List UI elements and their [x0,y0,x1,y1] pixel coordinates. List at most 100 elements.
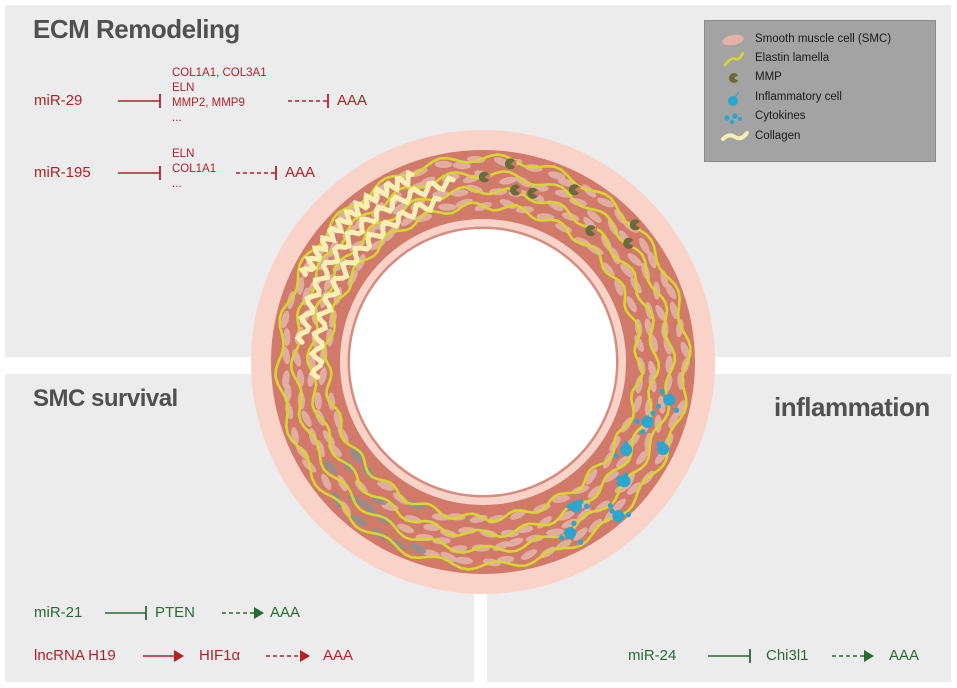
cytokine-dot [607,503,614,509]
smc-cell [283,328,291,347]
smc-cell [647,251,657,269]
smc-cell [418,176,436,188]
inflammatory-cell [612,510,625,522]
smc-cell [639,237,650,254]
legend-label-mmp: MMP [755,71,782,83]
cytokine-dot [559,535,565,541]
inflammatory-cell [663,393,676,406]
smc-cell [455,556,473,565]
smc-cell [392,201,408,215]
smc-cell [602,262,615,278]
legend-label-smc: Smooth muscle cell (SMC) [755,33,892,45]
legend-label-cytokines: Cytokines [755,110,806,122]
inflammation-target-1: Chi3l1 [766,647,809,664]
smc-outcome-1: AAA [270,604,301,621]
elastin-icon [723,51,745,67]
smc-cell [434,160,453,169]
mmp-notch [574,185,581,194]
collagen-icon [721,131,749,141]
smc-outcome-2: AAA [323,647,354,664]
cytokine-dot [659,388,665,395]
smc-target-2: HIF1α [199,647,241,664]
smc-cell [597,197,615,208]
smc-cell [546,528,564,536]
smc-cell [665,283,677,300]
inflammatory-cell [641,416,654,428]
smc-cell [602,471,619,483]
smc-cell [323,460,338,475]
smc-cell [432,537,451,545]
cytokine-dot [571,520,577,527]
legend: Smooth muscle cell (SMC) Elastin lamella… [704,20,936,162]
ecm-target-2b: COL1A1 [172,163,217,175]
inflammatory-cells [559,388,680,545]
mmp-notch [532,189,539,198]
smc-cell [520,549,538,561]
cytokine-dot [613,453,619,459]
smc-cell [557,178,576,188]
cytokine-dot [566,503,572,509]
ecm-target-1c: MMP2, MMP9 [172,97,245,109]
inflammation-outcome-1: AAA [889,647,920,664]
smc-cell [314,391,322,410]
smc-cell [669,301,679,320]
cytokine-dot [673,407,680,413]
smc-cell [627,253,642,267]
legend-label-collagen: Collagen [755,130,801,142]
cytokine-dot [578,499,584,505]
smc-cell [668,411,679,429]
cytokine-dot [578,539,584,545]
cytokines-icon [724,113,742,125]
collagen-fiber [294,175,456,345]
smc-cell [675,400,686,417]
smc-cell [585,469,598,485]
smc-cell [362,500,376,516]
inflammation-regulator-1: miR-24 [628,647,677,664]
smc-cell [350,448,363,464]
smc-cell [633,395,643,413]
cytokine-dot [663,447,669,453]
smc-cell [547,171,566,180]
smc-cell [440,551,457,563]
smc-cell [614,278,624,296]
smc-cell [587,485,603,499]
elastin-lamella [274,153,692,571]
ecm-target-2c: ... [172,178,182,190]
ecm-title: ECM Remodeling [33,14,240,44]
cytokine-dot [650,410,656,416]
cytokine-dot [616,481,622,487]
smc-title: SMC survival [33,385,178,412]
cytokine-dot [609,508,615,514]
mmp-notch [590,226,597,235]
smc-target-1: PTEN [155,604,196,621]
lumen [350,229,616,495]
smc-cell [588,518,603,533]
collagen-fiber [298,169,415,277]
smc-cell [397,523,415,534]
smc-cell [301,410,312,427]
inflammation-title: inflammation [774,392,930,422]
ecm-regulator-2: miR-195 [34,164,91,181]
legend-label-elastin: Elastin lamella [755,52,830,64]
elastin-lamella [289,170,677,554]
smc-cell [377,481,395,491]
smc-cell [351,514,367,527]
smc-cell [452,161,471,170]
smc-cell [627,482,642,495]
inflammatory-cell-icon [728,91,740,106]
smc-cell [620,263,634,278]
smc-cell [499,176,517,185]
smc-cell [626,296,637,313]
mmp-markers [478,158,642,249]
elastin-lamella [322,201,644,523]
ecm-target-1d: ... [172,112,182,124]
smc-cell [587,210,602,223]
